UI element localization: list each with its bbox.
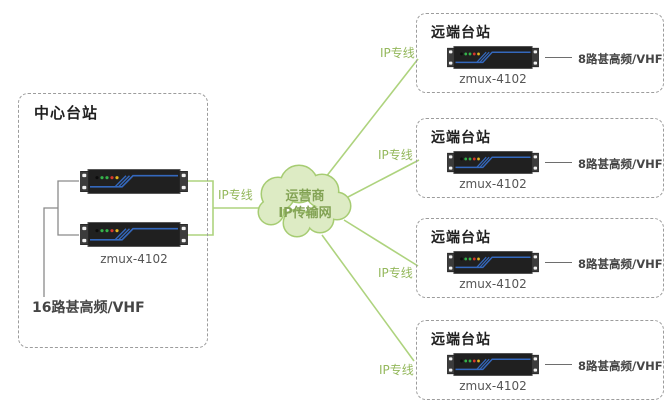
remote-device-label: zmux-4102: [459, 177, 527, 191]
remote-ip-link-lines: [321, 58, 420, 362]
remote-port-label: 8路甚高频/VHF: [578, 359, 663, 373]
center-station-box: 中心台站: [18, 93, 208, 348]
remote-device-label: zmux-4102: [459, 277, 527, 291]
zmux-device-image: [447, 353, 539, 376]
center-ip-link-line: [187, 180, 262, 236]
zmux-device-image: [80, 169, 188, 194]
remote-station-title: 远端台站: [431, 230, 491, 246]
zmux-device-image: [80, 222, 188, 247]
cloud-label-line1: 运营商: [285, 189, 325, 204]
remote-station-title: 远端台站: [431, 25, 491, 41]
device-port-connector: [545, 262, 572, 263]
ip-line-label-3: IP专线: [378, 266, 413, 280]
zmux-device-image: [447, 46, 539, 69]
remote-port-label: 8路甚高频/VHF: [578, 52, 663, 66]
remote-station-box-4: 远端台站 zmux-4102 8路甚高频/VHF: [416, 320, 664, 400]
remote-station-box-2: 远端台站 zmux-4102 8路甚高频/VHF: [416, 118, 664, 198]
zmux-device-image: [447, 251, 539, 274]
cloud-label: 运营商 IP传输网: [263, 188, 347, 222]
remote-port-label: 8路甚高频/VHF: [578, 157, 663, 171]
cloud-label-line2: IP传输网: [278, 206, 332, 221]
remote-station-title: 远端台站: [431, 130, 491, 146]
ip-line-label-2: IP专线: [378, 148, 413, 162]
center-station-title: 中心台站: [34, 104, 99, 122]
remote-station-title: 远端台站: [431, 332, 491, 348]
remote-port-label: 8路甚高频/VHF: [578, 257, 663, 271]
ip-line-label-4: IP专线: [379, 363, 414, 377]
remote-station-box-3: 远端台站 zmux-4102 8路甚高频/VHF: [416, 218, 664, 298]
ip-line-label-center: IP专线: [218, 188, 253, 202]
center-device-label: zmux-4102: [100, 252, 168, 266]
remote-device-label: zmux-4102: [459, 379, 527, 393]
vhf-bracket-line: [43, 180, 79, 297]
zmux-device-image: [447, 151, 539, 174]
device-port-connector: [545, 162, 572, 163]
ip-line-label-1: IP专线: [380, 46, 415, 60]
cloud-fill: [259, 166, 350, 236]
remote-device-label: zmux-4102: [459, 72, 527, 86]
center-port-label: 16路甚高频/VHF: [32, 300, 145, 316]
remote-station-box-1: 远端台站 zmux-4102 8路甚高频/VHF: [416, 13, 664, 93]
device-port-connector: [545, 364, 572, 365]
device-port-connector: [545, 57, 572, 58]
